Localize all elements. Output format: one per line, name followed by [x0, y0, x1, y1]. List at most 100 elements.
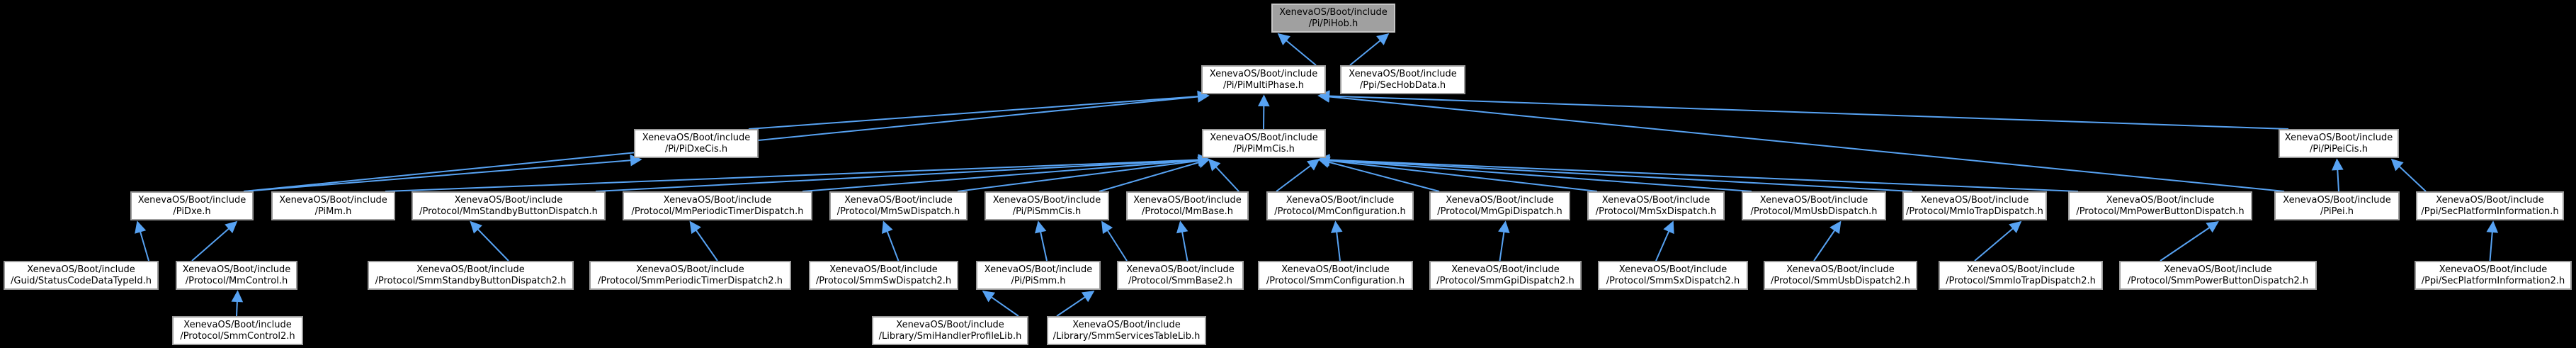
graph-node-label: XenevaOS/Boot/include [2283, 194, 2391, 206]
graph-node-label: /PiPei.h [2320, 206, 2354, 217]
graph-node-smmcontrol2[interactable]: XenevaOS/Boot/include/Protocol/SmmContro… [172, 316, 303, 345]
graph-node-label: XenevaOS/Boot/include [1759, 194, 1868, 206]
graph-node-label: XenevaOS/Boot/include [829, 264, 938, 275]
graph-node-label: XenevaOS/Boot/include [2164, 264, 2272, 275]
graph-node-label: XenevaOS/Boot/include [1133, 194, 1242, 206]
graph-node-mmgpidispatch[interactable]: XenevaOS/Boot/include/Protocol/MmGpiDisp… [1429, 191, 1570, 220]
graph-node-pidxecis[interactable]: XenevaOS/Boot/include/Pi/PiDxeCis.h [634, 129, 759, 158]
graph-node-pipeicis[interactable]: XenevaOS/Boot/include/Pi/PiPeiCis.h [2279, 129, 2399, 158]
graph-edge-mmgpidispatch-to-pimmcis [1317, 156, 1440, 192]
graph-node-mmcontrol[interactable]: XenevaOS/Boot/include/Protocol/MmControl… [176, 261, 297, 290]
graph-node-label: XenevaOS/Boot/include [1618, 264, 1727, 275]
graph-node-pismm[interactable]: XenevaOS/Boot/include/Pi/PiSmm.h [976, 261, 1101, 290]
graph-node-label: /Protocol/SmmSwDispatch2.h [815, 275, 952, 286]
graph-node-label: /Protocol/MmPowerButtonDispatch.h [2076, 206, 2245, 217]
graph-node-smmswdispatch2[interactable]: XenevaOS/Boot/include/Protocol/SmmSwDisp… [809, 261, 958, 290]
graph-node-pimmcis[interactable]: XenevaOS/Boot/include/Pi/PiMmCis.h [1202, 129, 1326, 158]
graph-node-mmbase[interactable]: XenevaOS/Boot/include/Protocol/MmBase.h [1126, 191, 1249, 220]
graph-node-label: /Protocol/SmmIoTrapDispatch2.h [1946, 275, 2096, 286]
graph-edge-mmiotrapdispatch-to-pimmcis [1317, 154, 1913, 192]
graph-node-pipei[interactable]: XenevaOS/Boot/include/PiPei.h [2274, 191, 2400, 220]
graph-node-label: /Protocol/MmGpiDispatch.h [1437, 206, 1562, 217]
graph-node-label: /Protocol/SmmStandbyButtonDispatch2.h [375, 275, 567, 286]
graph-node-smmsxdispatch2[interactable]: XenevaOS/Boot/include/Protocol/SmmSxDisp… [1598, 261, 1748, 290]
graph-edge-smmiotrapdispatch2-to-mmiotrapdispatch [1974, 220, 2022, 262]
graph-edge-pimultiphase-to-pihob [1277, 33, 1317, 66]
graph-node-mmusbdispatch[interactable]: XenevaOS/Boot/include/Protocol/MmUsbDisp… [1742, 191, 1886, 220]
graph-node-label: XenevaOS/Boot/include [642, 132, 751, 143]
graph-node-pimultiphase[interactable]: XenevaOS/Boot/include/Pi/PiMultiPhase.h [1201, 65, 1326, 94]
graph-node-label: /Pi/PiSmm.h [1011, 275, 1066, 286]
graph-node-mmswdispatch[interactable]: XenevaOS/Boot/include/Protocol/MmSwDispa… [829, 191, 968, 220]
graph-node-pismmcis[interactable]: XenevaOS/Boot/include/Pi/PiSmmCis.h [985, 191, 1109, 220]
graph-node-smmiotrapdispatch2[interactable]: XenevaOS/Boot/include/Protocol/SmmIoTrap… [1939, 261, 2103, 290]
graph-node-secplatforminformation[interactable]: XenevaOS/Boot/include/Ppi/SecPlatformInf… [2416, 191, 2564, 220]
graph-edge-pipei-to-pimultiphase [1317, 91, 2285, 192]
graph-node-smmservicestablelib[interactable]: XenevaOS/Boot/include/Library/SmmService… [1047, 316, 1206, 345]
graph-node-pidxe[interactable]: XenevaOS/Boot/include/PiDxe.h [130, 191, 254, 220]
graph-node-smmperiodictimerdispatch2[interactable]: XenevaOS/Boot/include/Protocol/SmmPeriod… [589, 261, 791, 290]
graph-node-label: XenevaOS/Boot/include [1072, 319, 1181, 330]
graph-node-mmiotrapdispatch[interactable]: XenevaOS/Boot/include/Protocol/MmIoTrapD… [1902, 191, 2047, 220]
graph-edge-smmpowerbuttondispatch2-to-mmpowerbuttondispatch [2160, 221, 2219, 262]
graph-edge-secplatforminformation2-to-secplatforminformation [2486, 220, 2499, 262]
graph-node-label: XenevaOS/Boot/include [1786, 264, 1895, 275]
graph-edge-pipei-to-pipeicis [2332, 158, 2344, 192]
graph-edge-smihandlerprofilelib-to-pismm [982, 291, 1019, 317]
graph-node-label: XenevaOS/Boot/include [1451, 264, 1560, 275]
graph-node-smmstandbybuttondispatch2[interactable]: XenevaOS/Boot/include/Protocol/SmmStandb… [368, 261, 574, 290]
graph-node-smmpowerbuttondispatch2[interactable]: XenevaOS/Boot/include/Protocol/SmmPowerB… [2119, 261, 2317, 290]
graph-node-label: /Protocol/MmIoTrapDispatch.h [1906, 206, 2043, 217]
graph-node-label: /PiDxe.h [173, 206, 211, 217]
graph-edge-smmbase2-to-mmbase [1176, 220, 1188, 262]
graph-node-label: /Protocol/MmConfiguration.h [1274, 206, 1406, 217]
graph-edge-pidxecis-to-pimultiphase [748, 90, 1210, 130]
graph-node-label: /Protocol/MmStandbyButtonDispatch.h [419, 206, 598, 217]
graph-node-label: /Pi/PiMultiPhase.h [1222, 79, 1305, 91]
graph-edge-smmswdispatch2-to-mmswdispatch [882, 220, 900, 262]
graph-edge-mmconfiguration-to-pimmcis [1276, 159, 1320, 192]
graph-node-label: XenevaOS/Boot/include [1209, 68, 1318, 79]
graph-edge-smmconfiguration-to-mmconfiguration [1330, 220, 1343, 262]
graph-node-label: XenevaOS/Boot/include [137, 194, 246, 206]
graph-edge-mmsxdispatch-to-pimmcis [1317, 155, 1598, 192]
graph-node-label: /Protocol/SmmBase2.h [1128, 275, 1233, 286]
graph-node-label: /Pi/PiHob.h [1308, 18, 1358, 29]
graph-node-label: XenevaOS/Boot/include [663, 194, 772, 206]
graph-node-mmperiodictimerdispatch[interactable]: XenevaOS/Boot/include/Protocol/MmPeriodi… [623, 191, 812, 220]
graph-node-secplatforminformation2[interactable]: XenevaOS/Boot/include/Ppi/SecPlatformInf… [2415, 261, 2572, 290]
graph-node-smmconfiguration[interactable]: XenevaOS/Boot/include/Protocol/SmmConfig… [1258, 261, 1413, 290]
graph-node-smmgpidispatch2[interactable]: XenevaOS/Boot/include/Protocol/SmmGpiDis… [1429, 261, 1582, 290]
graph-node-label: /Protocol/SmmConfiguration.h [1266, 275, 1405, 286]
graph-node-label: XenevaOS/Boot/include [896, 319, 1004, 330]
graph-edge-secplatforminformation-to-pipeicis [2390, 158, 2427, 192]
graph-node-smmusbdispatch2[interactable]: XenevaOS/Boot/include/Protocol/SmmUsbDis… [1764, 261, 1917, 290]
graph-node-label: /Pi/PiMmCis.h [1233, 143, 1295, 155]
graph-node-mmstandbybuttondispatch[interactable]: XenevaOS/Boot/include/Protocol/MmStandby… [412, 191, 606, 220]
graph-node-label: XenevaOS/Boot/include [1349, 68, 1457, 79]
graph-node-label: /Protocol/SmmSxDispatch2.h [1606, 275, 1740, 286]
graph-node-statuscodedatatypeid[interactable]: XenevaOS/Boot/include/Guid/StatusCodeDat… [4, 261, 159, 290]
graph-node-mmconfiguration[interactable]: XenevaOS/Boot/include/Protocol/MmConfigu… [1266, 191, 1414, 220]
graph-node-pimm[interactable]: XenevaOS/Boot/include/PiMm.h [271, 191, 395, 220]
graph-edge-smmperiodictimerdispatch2-to-mmperiodictimerdispatch [689, 220, 718, 262]
graph-edge-pipeicis-to-pimultiphase [1317, 90, 2289, 130]
graph-edge-mmusbdispatch-to-pimmcis [1317, 154, 1752, 192]
graph-node-label: XenevaOS/Boot/include [2106, 194, 2215, 206]
graph-node-label: /Protocol/MmSxDispatch.h [1595, 206, 1717, 217]
graph-node-label: XenevaOS/Boot/include [2436, 194, 2544, 206]
graph-node-sechobdata[interactable]: XenevaOS/Boot/include/Ppi/SecHobData.h [1340, 65, 1465, 94]
graph-node-mmsxdispatch[interactable]: XenevaOS/Boot/include/Protocol/MmSxDispa… [1587, 191, 1725, 220]
graph-node-label: XenevaOS/Boot/include [2284, 132, 2393, 143]
graph-node-pihob[interactable]: XenevaOS/Boot/include/Pi/PiHob.h [1271, 4, 1395, 33]
graph-node-label: XenevaOS/Boot/include [182, 264, 291, 275]
graph-node-mmpowerbuttondispatch[interactable]: XenevaOS/Boot/include/Protocol/MmPowerBu… [2068, 191, 2252, 220]
graph-node-label: /Protocol/SmmUsbDispatch2.h [1770, 275, 1910, 286]
graph-node-label: /Protocol/MmPeriodicTimerDispatch.h [631, 206, 804, 217]
graph-edge-smmsxdispatch2-to-mmsxdispatch [1655, 220, 1674, 262]
graph-node-label: /Protocol/SmmControl2.h [180, 330, 295, 342]
graph-node-smmbase2[interactable]: XenevaOS/Boot/include/Protocol/SmmBase2.… [1117, 261, 1244, 290]
graph-node-smihandlerprofilelib[interactable]: XenevaOS/Boot/include/Library/SmiHandler… [872, 316, 1028, 345]
